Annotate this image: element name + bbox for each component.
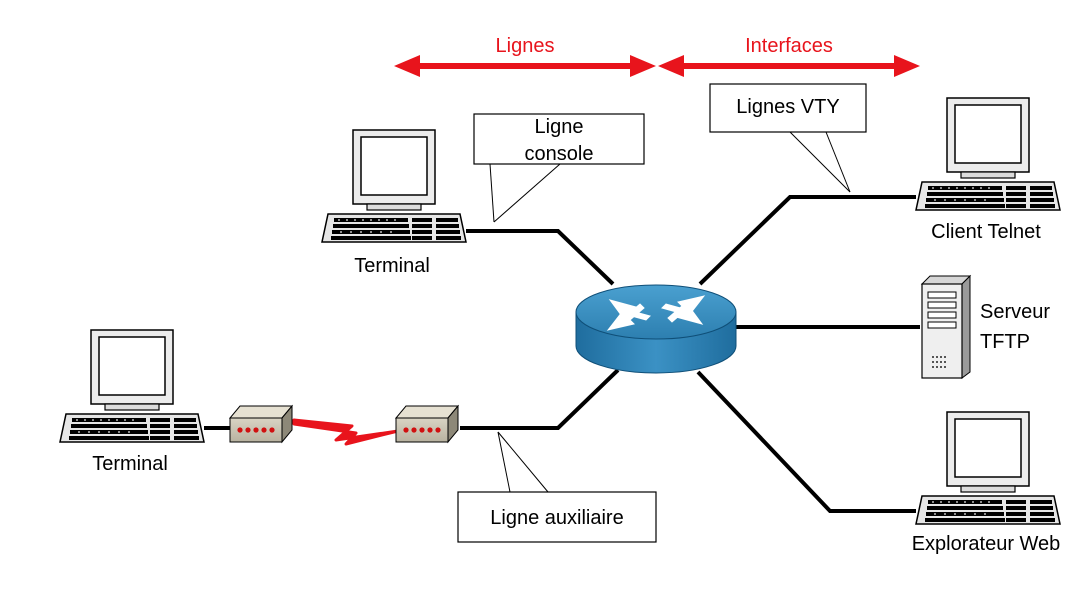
terminal-top-label: Terminal xyxy=(354,255,430,277)
web-browser-label: Explorateur Web xyxy=(912,533,1061,555)
router-icon xyxy=(575,284,737,374)
modem-left-icon xyxy=(229,405,293,443)
web-browser-computer-icon xyxy=(915,411,1061,525)
aux-callout: Ligne auxiliaire xyxy=(457,431,657,543)
terminal-left-computer-icon xyxy=(59,329,205,443)
terminal-top-computer-icon xyxy=(321,129,467,243)
console-callout-line2: console xyxy=(525,143,594,165)
tftp-server-label-line1: Serveur xyxy=(980,301,1050,323)
aux-link xyxy=(462,368,620,430)
console-callout-line1: Ligne xyxy=(535,116,584,138)
vty-link xyxy=(698,195,916,286)
vty-callout: Lignes VTY xyxy=(709,83,867,193)
lightning-link-icon xyxy=(292,418,400,446)
lines-label: Lignes xyxy=(496,35,555,57)
web-link xyxy=(696,370,916,513)
vty-callout-text: Lignes VTY xyxy=(736,96,839,118)
interfaces-label: Interfaces xyxy=(745,35,833,57)
interfaces-range-arrow xyxy=(658,55,920,77)
console-callout: Ligne console xyxy=(473,113,645,223)
telnet-client-label: Client Telnet xyxy=(931,221,1041,243)
modem-right-icon xyxy=(395,405,459,443)
lines-range-arrow xyxy=(394,55,656,77)
telnet-client-computer-icon xyxy=(915,97,1061,211)
server-icon xyxy=(920,274,972,379)
console-link xyxy=(466,229,615,286)
terminal-left-label: Terminal xyxy=(92,453,168,475)
aux-callout-text: Ligne auxiliaire xyxy=(490,507,623,529)
network-links xyxy=(204,195,920,513)
tftp-server-label-line2: TFTP xyxy=(980,331,1030,353)
